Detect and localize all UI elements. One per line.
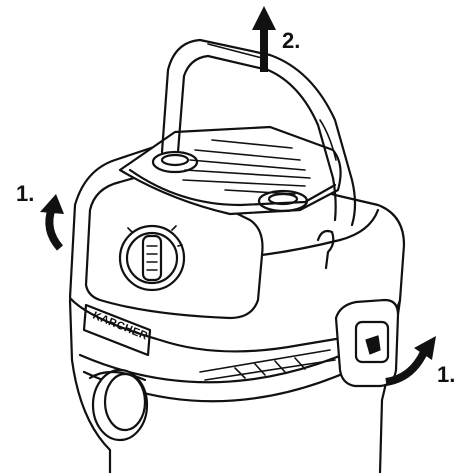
side-hook: [316, 229, 335, 270]
curved-arrow-left-icon: [40, 194, 64, 251]
step-1-right-label: 1.: [437, 362, 456, 387]
grille: [199, 349, 336, 381]
brand-plate: [82, 303, 152, 357]
lid-ribs: [182, 139, 311, 195]
curved-arrow-right-icon: [385, 336, 436, 386]
arrow-up-icon: [252, 6, 276, 72]
drain-cap: [91, 368, 149, 442]
right-port: [257, 189, 309, 213]
rotary-knob: [118, 224, 186, 292]
step-2-label: 2.: [282, 28, 301, 53]
left-port: [151, 150, 199, 174]
carry-handle: [160, 38, 357, 227]
step-1-left-label: 1.: [16, 181, 35, 206]
